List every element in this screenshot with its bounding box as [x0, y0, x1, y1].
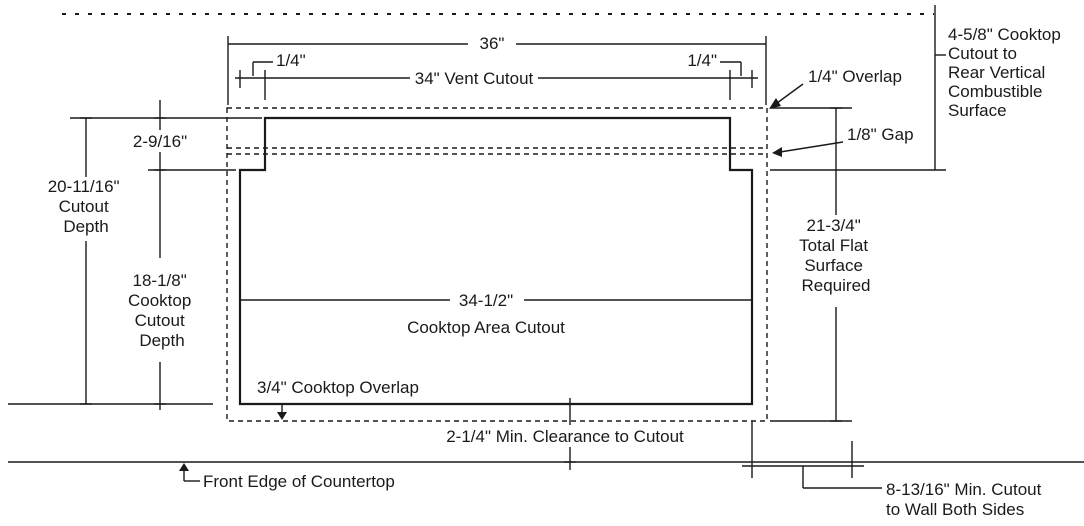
front-edge-label: Front Edge of Countertop: [203, 472, 395, 491]
area-cutout-label: Cooktop Area Cutout: [407, 318, 565, 337]
cutout-depth-label-bg: [42, 177, 132, 241]
overall-area-dashed-outline: [226, 107, 768, 422]
cutout-outline: [238, 116, 754, 406]
front-clearance-label-bg: [424, 425, 706, 447]
gap-arrowhead: [772, 147, 782, 157]
cooktop-overlap-arrowhead: [277, 412, 287, 420]
cutout-depth-label: 20-11/16" Cutout Depth: [48, 177, 125, 236]
overlap-arrowhead: [769, 98, 781, 109]
dim-36-label-bg: [468, 30, 516, 52]
side-clearance-label: 8-13/16" Min. Cutout to Wall Both Sides: [886, 480, 1046, 519]
quarter-right-label: 1/4": [687, 51, 717, 70]
gap-leader: [779, 141, 844, 153]
flat-surface-label: 21-3/4" Total Flat Surface Required: [799, 216, 873, 295]
vent-label-bg: [410, 67, 538, 89]
vent-depth-label: 2-9/16": [133, 132, 187, 151]
flat-surface-label-bg: [793, 215, 881, 307]
area-width-label: 34-1/2": [459, 291, 513, 310]
rear-clearance-label: 4-5/8" Cooktop Cutout to Rear Vertical C…: [948, 25, 1066, 120]
cooktop-overlap-label: 3/4" Cooktop Overlap: [257, 378, 419, 397]
area-width-label-bg: [450, 290, 524, 312]
vent-depth-label-bg: [126, 130, 198, 152]
vent-cutout-label: 34" Vent Cutout: [415, 69, 534, 88]
overlap-label: 1/4" Overlap: [808, 67, 902, 86]
dim-36-label: 36": [480, 34, 505, 53]
cooktop-depth-label: 18-1/8" Cooktop Cutout Depth: [128, 271, 196, 350]
cooktop-depth-label-bg: [130, 258, 192, 362]
front-clearance-label: 2-1/4" Min. Clearance to Cutout: [446, 427, 684, 446]
quarter-left-label: 1/4": [276, 51, 306, 70]
gap-label: 1/8" Gap: [847, 125, 914, 144]
front-edge-arrowhead: [179, 463, 189, 471]
